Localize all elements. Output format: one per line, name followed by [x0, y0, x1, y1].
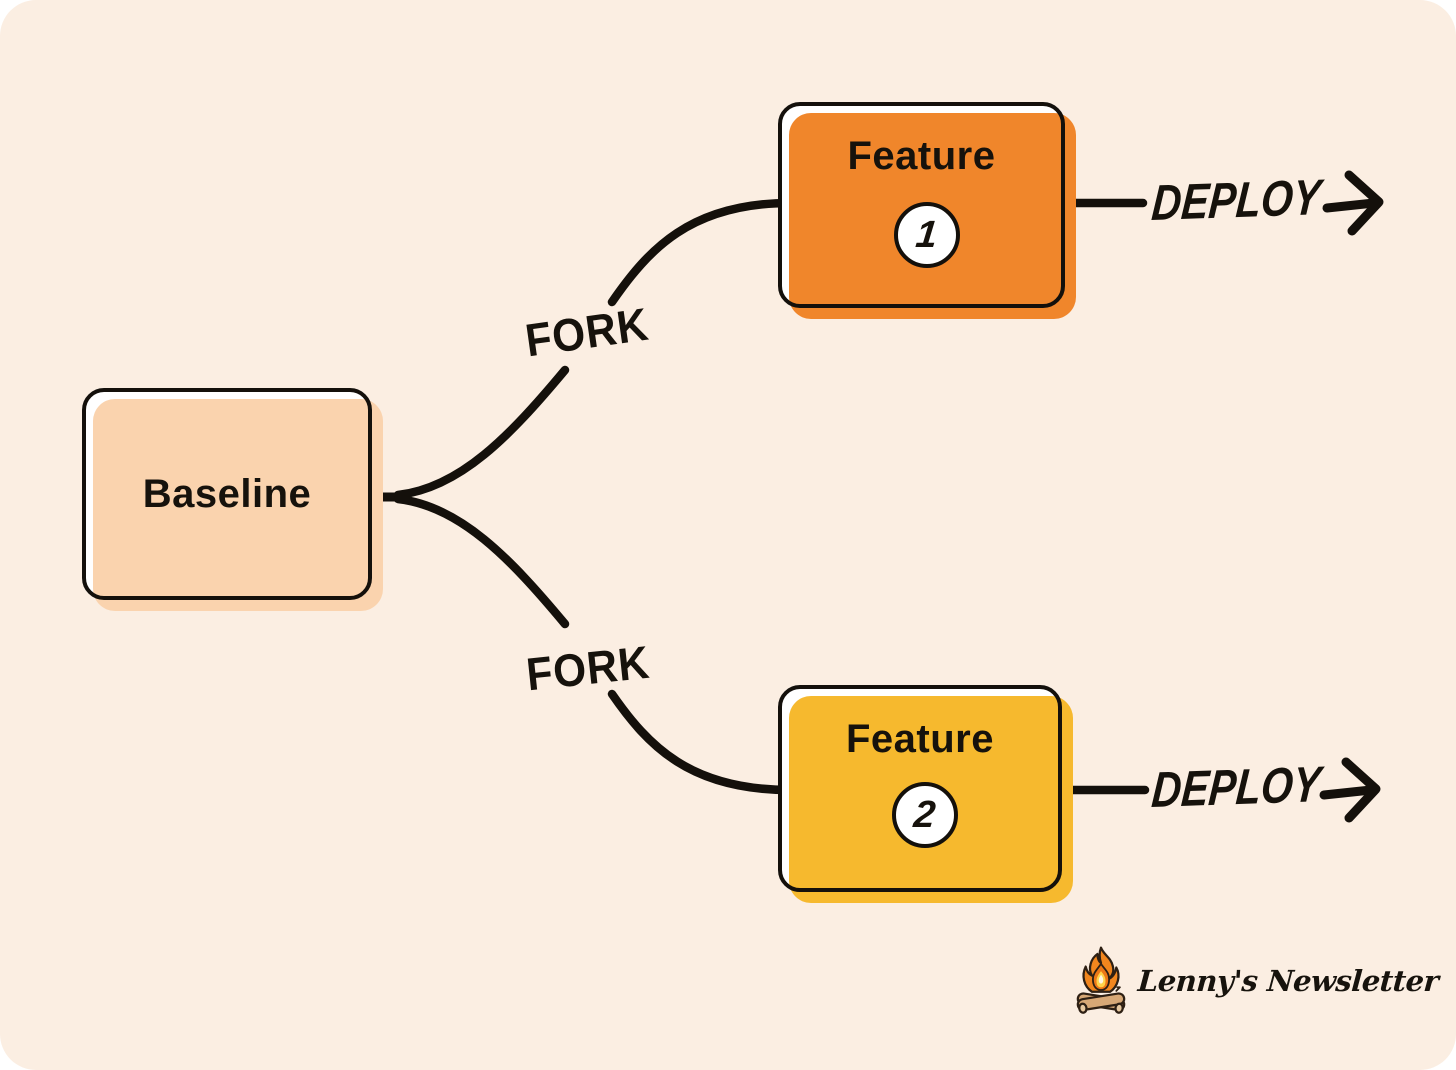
node-feature-2: Feature 2 — [778, 685, 1073, 903]
feature-2-number: 2 — [912, 794, 938, 836]
node-baseline-fill — [93, 399, 383, 611]
deploy-label-top: DEPLOY — [1149, 169, 1323, 232]
feature-1-number: 1 — [913, 214, 940, 256]
footer-brand: Lenny's Newsletter — [1074, 944, 1440, 1018]
fork-edge-bottom-b — [607, 689, 795, 795]
fork-edge-bottom-a — [393, 494, 570, 629]
fork-edge-top-b — [607, 198, 795, 307]
baseline-label: Baseline — [142, 471, 312, 516]
brand-text: Lenny's Newsletter — [1136, 964, 1440, 998]
deploy-arrow-top-icon — [1322, 170, 1384, 236]
deploy-arrow-bottom-icon — [1319, 757, 1381, 823]
feature-2-number-badge: 2 — [892, 782, 958, 848]
fork-edge-top-a — [393, 365, 570, 500]
feature-2-label: Feature — [846, 717, 994, 761]
node-baseline: Baseline — [82, 388, 383, 611]
node-feature-1: Feature 1 — [778, 102, 1076, 319]
node-feature-1-border — [778, 102, 1065, 308]
node-feature-2-border — [778, 685, 1062, 892]
feature-1-number-badge: 1 — [893, 202, 960, 268]
deploy-label-bottom: DEPLOY — [1149, 756, 1323, 819]
node-baseline-border — [82, 388, 372, 600]
campfire-icon — [1076, 946, 1126, 1014]
feature-1-label: Feature — [847, 134, 996, 178]
